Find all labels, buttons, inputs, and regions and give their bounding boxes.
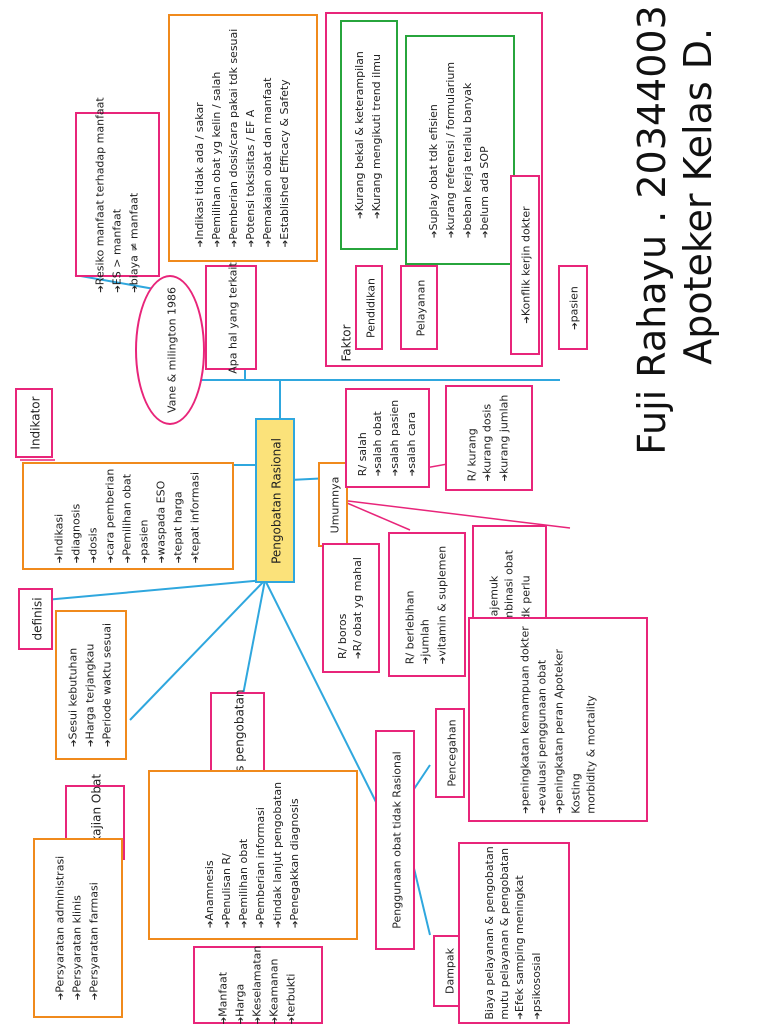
umumnya-salah-box: R/ salah salah obat salah pasien salah c… [345,388,430,488]
umumnya-kurang-box: R/ kurang kurang dosis kurang jumlah [445,385,533,491]
pelayanan-label-box: Pelayanan [400,265,438,350]
pelayanan-items-box: Suplay obat tdk efisien kurang referensi… [405,35,515,265]
faktor-frame [325,12,543,367]
pendidikan-items-box: Kurang bekal & keterampilan Kurang mengi… [340,20,398,250]
proses-items-box: Anamnesis Penulisan R/ Pemilihan obat Pe… [148,770,358,940]
konflik-box: Konflik kerjin dokter [510,175,540,355]
vane-oval: Vane & milington 1986 [135,275,205,425]
indikator-label-box: Indikator [15,388,53,458]
author-block: Fuji Rahayu . 20344003 Apoteker Kelas D. [630,5,720,455]
author-id: 20344003 [630,5,674,199]
definisi-items-box: Sesui kebutuhan Harga terjangkau Periode… [55,610,127,760]
proses-sub-box: Manfaat Harga Keselamatan Keamanan terbu… [193,946,323,1024]
author-name: Fuji Rahayu [630,234,674,455]
central-node: Pengobatan Rasional [255,418,295,583]
umumnya-boros-box: R/ boros R/ obat yg mahal [322,543,380,673]
umumnya-label-box: Umumnya [318,462,348,547]
vane-items-box: Resiko manfaat terhadap manfaat ES > man… [75,97,160,285]
hal-terkait-items-box: Indikasi tidak ada / sakar Pemilihan oba… [168,14,318,262]
central-label: Pengobatan Rasional [269,437,284,564]
dampak-items-box: Biaya pelayanan & pengobatan mutu pelaya… [458,842,570,1024]
pendidikan-label-box: Pendidikan [355,265,383,350]
umumnya-berlebihan-box: R/ berlebihan jumlah vitamin & suplemen [388,532,466,677]
author-program: Apoteker Kelas D. [676,27,720,365]
pasien-box: pasien [558,265,588,350]
pencegahan-items-box: peningkatan kemampuan dokter evaluasi pe… [468,617,648,822]
pencegahan-label-box: Pencegahan [435,708,465,798]
indikator-items-box: Indikasi diagnosis dosis cara pemberian … [22,462,234,570]
tidak-rasional-label-box: Penggunaan obat tidak Rasional [375,730,415,950]
pengkajian-items-box: Persyaratan administrasi Persyaratan kli… [33,838,123,1018]
definisi-label-box: definisi [18,588,53,650]
hal-terkait-label-box: Apa hal yang terkait [205,262,257,373]
